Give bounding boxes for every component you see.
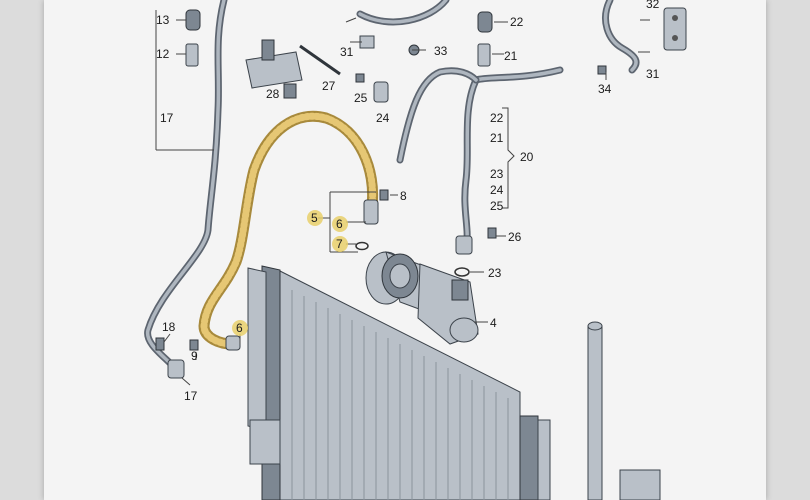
label-5: 5 — [311, 211, 318, 225]
label-12: 12 — [156, 47, 170, 61]
highlight-7 — [332, 236, 348, 252]
label-9: 9 — [191, 349, 198, 363]
label-31-top: 31 — [340, 45, 354, 59]
label-24-top: 24 — [376, 111, 390, 125]
label-17-top: 17 — [160, 111, 174, 125]
label-34: 34 — [598, 82, 612, 96]
photo-left-margin — [0, 0, 44, 500]
label-22-group: 22 — [490, 111, 504, 125]
highlight-6b — [232, 320, 248, 336]
condenser-drawing — [247, 265, 661, 500]
label-7: 7 — [336, 237, 343, 251]
label-13: 13 — [156, 13, 170, 27]
label-27: 27 — [322, 79, 336, 93]
refrigerant-lines — [144, 0, 640, 374]
label-6-upper: 6 — [336, 217, 343, 231]
highlight-6a — [332, 216, 348, 232]
label-22-top: 22 — [510, 15, 524, 29]
label-18: 18 — [162, 320, 176, 334]
leader-lines — [155, 10, 650, 386]
label-17-bottom: 17 — [184, 389, 198, 403]
label-6-lower: 6 — [236, 321, 243, 335]
label-21-top: 21 — [504, 49, 518, 63]
highlight-5 — [307, 210, 323, 226]
label-4: 4 — [490, 316, 497, 330]
label-31-right: 31 — [646, 67, 660, 81]
label-25-group: 25 — [490, 199, 504, 213]
label-8: 8 — [400, 189, 407, 203]
label-26: 26 — [508, 230, 522, 244]
small-parts — [155, 7, 687, 379]
part-number-labels: 13 12 17 28 27 31 33 25 24 22 21 32 31 3… — [156, 0, 660, 403]
label-24-group: 24 — [490, 183, 504, 197]
label-20: 20 — [520, 150, 534, 164]
label-28: 28 — [266, 87, 280, 101]
highlighted-hose-drawing — [198, 110, 379, 351]
label-33: 33 — [434, 44, 448, 58]
photo-right-margin — [766, 0, 810, 500]
compressor-drawing — [365, 251, 479, 345]
label-23-lower: 23 — [488, 266, 502, 280]
label-32: 32 — [646, 0, 660, 11]
label-21-group: 21 — [490, 131, 504, 145]
label-23-group: 23 — [490, 167, 504, 181]
label-25-top: 25 — [354, 91, 368, 105]
